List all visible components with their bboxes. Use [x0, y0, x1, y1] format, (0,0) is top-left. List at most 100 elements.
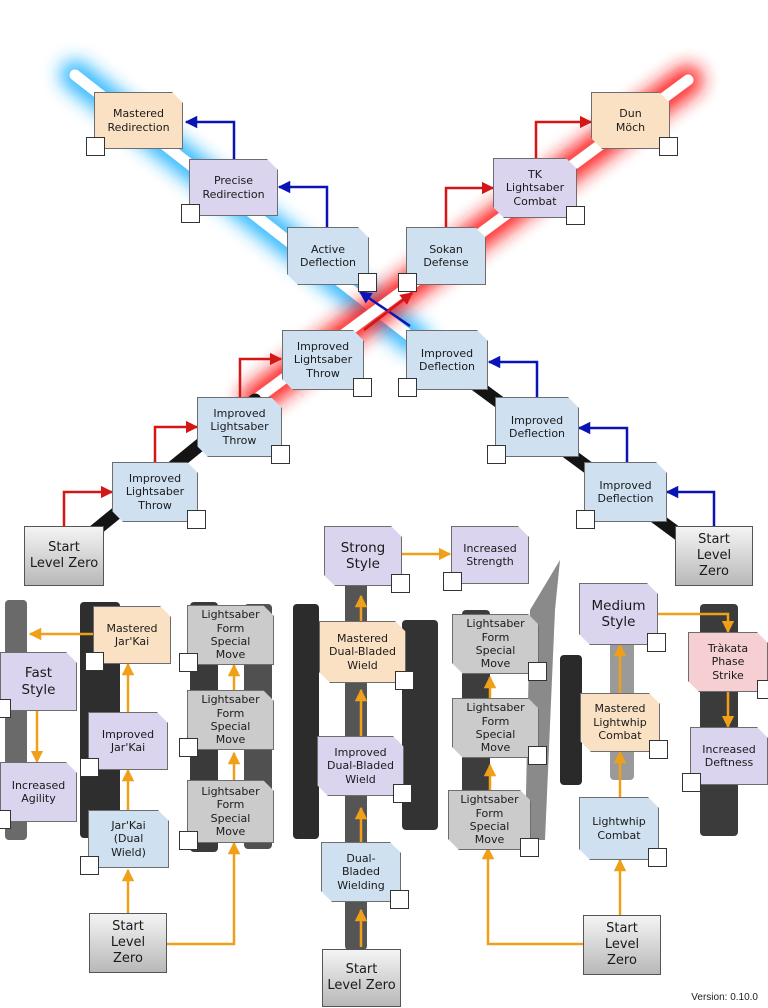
- skill-node-improved-deflection-3[interactable]: Improved Deflection: [406, 330, 488, 390]
- arrow-start-right-to-deflection1: [665, 485, 716, 526]
- skill-node-mastered-lightwhip-combat[interactable]: Mastered Lightwhip Combat: [580, 693, 660, 752]
- skill-node-start-left[interactable]: Start Level Zero: [24, 526, 104, 586]
- skill-checkbox[interactable]: [86, 137, 105, 156]
- skill-label: Increased Agility: [11, 778, 66, 805]
- skill-node-sokan-defense[interactable]: Sokan Defense: [406, 227, 486, 285]
- skill-label: Improved Dual-Bladed Wield: [327, 745, 394, 786]
- skill-node-precise-redirection[interactable]: Precise Redirection: [189, 159, 278, 216]
- skill-label: Improved Deflection: [597, 478, 654, 505]
- skill-node-strong-style[interactable]: Strong Style: [324, 526, 402, 586]
- connectors: [28, 115, 735, 947]
- skill-label: Dual- Bladed Wielding: [337, 851, 385, 892]
- skill-node-improved-dual-bladed-wield[interactable]: Improved Dual-Bladed Wield: [317, 736, 404, 796]
- skill-label: Lightsaber Form Special Move: [466, 617, 525, 671]
- skill-checkbox[interactable]: [682, 773, 701, 792]
- skill-node-start-center[interactable]: Start Level Zero: [322, 949, 401, 1007]
- skill-node-fast-style[interactable]: Fast Style: [0, 652, 77, 711]
- skill-label: Improved Deflection: [508, 413, 566, 440]
- skill-checkbox[interactable]: [271, 445, 290, 464]
- skill-label: Strong Style: [340, 539, 386, 572]
- skill-checkbox[interactable]: [353, 378, 372, 397]
- skill-node-form-move-b1[interactable]: Lightsaber Form Special Move: [448, 790, 531, 850]
- skill-node-start-bottom-right[interactable]: Start Level Zero: [583, 915, 661, 975]
- skill-node-active-deflection[interactable]: Active Deflection: [287, 227, 369, 285]
- skill-checkbox[interactable]: [647, 633, 666, 652]
- skill-checkbox[interactable]: [649, 740, 668, 759]
- skill-checkbox[interactable]: [179, 653, 198, 672]
- skill-node-dual-bladed-wielding[interactable]: Dual- Bladed Wielding: [321, 842, 401, 902]
- arrow-precise-to-mastered-redirection: [184, 115, 236, 159]
- skill-node-increased-strength[interactable]: Increased Strength: [451, 526, 529, 584]
- skill-node-improved-deflection-2[interactable]: Improved Deflection: [495, 397, 579, 457]
- skill-node-improved-lightsaber-throw-1[interactable]: Improved Lightsaber Throw: [112, 462, 198, 522]
- skill-node-jarkai-dual-wield[interactable]: Jar'Kai (Dual Wield): [88, 810, 169, 868]
- skill-checkbox[interactable]: [443, 572, 462, 591]
- skill-label: Lightsaber Form Special Move: [201, 608, 260, 662]
- skill-node-medium-style[interactable]: Medium Style: [579, 583, 658, 645]
- skill-node-form-move-a1[interactable]: Lightsaber Form Special Move: [187, 780, 274, 843]
- skill-label: Improved Deflection: [418, 346, 476, 373]
- skill-label: Start Level Zero: [696, 532, 732, 579]
- skill-node-improved-lightsaber-throw-2[interactable]: Improved Lightsaber Throw: [197, 397, 282, 457]
- skill-checkbox[interactable]: [648, 848, 667, 867]
- skill-node-increased-deftness[interactable]: Increased Deftness: [690, 727, 768, 785]
- skill-node-dun-moch[interactable]: Dun Möch: [591, 92, 670, 149]
- skill-label: Improved Lightsaber Throw: [210, 406, 269, 447]
- skill-label: Lightsaber Form Special Move: [201, 784, 260, 838]
- skill-checkbox[interactable]: [659, 137, 678, 156]
- skill-label: Improved Lightsaber Throw: [293, 339, 353, 380]
- skill-checkbox[interactable]: [80, 856, 99, 875]
- skill-checkbox[interactable]: [390, 890, 409, 909]
- skill-checkbox[interactable]: [398, 273, 417, 292]
- arrow-deflection2-to-deflection3: [487, 355, 539, 397]
- skill-checkbox[interactable]: [398, 378, 417, 397]
- skill-node-improved-deflection-1[interactable]: Improved Deflection: [584, 462, 667, 522]
- skill-checkbox[interactable]: [566, 206, 585, 225]
- skill-node-improved-jarkai[interactable]: Improved Jar'Kai: [88, 712, 168, 770]
- skill-label: Start Level Zero: [29, 540, 99, 571]
- skill-label: Lightwhip Combat: [592, 815, 646, 842]
- skill-node-form-move-a2[interactable]: Lightsaber Form Special Move: [187, 690, 274, 750]
- skill-checkbox[interactable]: [358, 273, 377, 292]
- skill-label: Improved Lightsaber Throw: [125, 471, 185, 512]
- skill-checkbox[interactable]: [520, 838, 539, 857]
- skill-checkbox[interactable]: [85, 652, 104, 671]
- skill-checkbox[interactable]: [528, 746, 547, 765]
- skill-node-start-bottom-left[interactable]: Start Level Zero: [89, 913, 167, 973]
- skill-node-improved-lightsaber-throw-3[interactable]: Improved Lightsaber Throw: [282, 330, 364, 390]
- skill-checkbox[interactable]: [528, 662, 547, 681]
- arrow-throw2-to-throw3: [238, 352, 283, 397]
- skill-label: Active Deflection: [299, 242, 357, 269]
- skill-node-lightwhip-combat[interactable]: Lightwhip Combat: [579, 797, 659, 860]
- skill-checkbox[interactable]: [181, 204, 200, 223]
- arrow-deflection1-to-deflection2: [577, 421, 629, 462]
- skill-checkbox[interactable]: [487, 445, 506, 464]
- skill-node-mastered-dual-bladed-wield[interactable]: Mastered Dual-Bladed Wield: [319, 621, 406, 683]
- skill-checkbox[interactable]: [179, 738, 198, 757]
- skill-label: Tràkata Phase Strike: [707, 641, 749, 682]
- skill-node-form-move-b2[interactable]: Lightsaber Form Special Move: [452, 698, 539, 758]
- skill-node-tk-lightsaber-combat[interactable]: TK Lightsaber Combat: [493, 158, 577, 218]
- skill-checkbox[interactable]: [757, 680, 768, 699]
- skill-checkbox[interactable]: [80, 758, 99, 777]
- skill-checkbox[interactable]: [187, 510, 206, 529]
- skill-node-mastered-redirection[interactable]: Mastered Redirection: [94, 92, 183, 149]
- skill-node-trakata-phase-strike[interactable]: Tràkata Phase Strike: [688, 632, 768, 692]
- arrow-throw3-to-sokan: [363, 292, 413, 331]
- skill-node-increased-agility[interactable]: Increased Agility: [0, 762, 77, 822]
- skill-node-form-move-b3[interactable]: Lightsaber Form Special Move: [452, 614, 539, 674]
- skill-label: Precise Redirection: [202, 174, 265, 201]
- skill-checkbox[interactable]: [0, 810, 11, 829]
- skill-checkbox[interactable]: [576, 510, 595, 529]
- skill-node-form-move-a3[interactable]: Lightsaber Form Special Move: [187, 605, 274, 665]
- skill-node-mastered-jarkai[interactable]: Mastered Jar'Kai: [93, 606, 171, 664]
- skill-checkbox[interactable]: [391, 574, 410, 593]
- skill-label: Lightsaber Form Special Move: [460, 793, 519, 847]
- skill-node-start-right[interactable]: Start Level Zero: [675, 526, 753, 586]
- skill-checkbox[interactable]: [179, 831, 198, 850]
- arrow-sokan-to-tk: [444, 181, 495, 227]
- skill-checkbox[interactable]: [393, 784, 412, 803]
- skill-checkbox[interactable]: [0, 699, 11, 718]
- skill-checkbox[interactable]: [395, 671, 414, 690]
- skill-label: Sokan Defense: [423, 242, 469, 269]
